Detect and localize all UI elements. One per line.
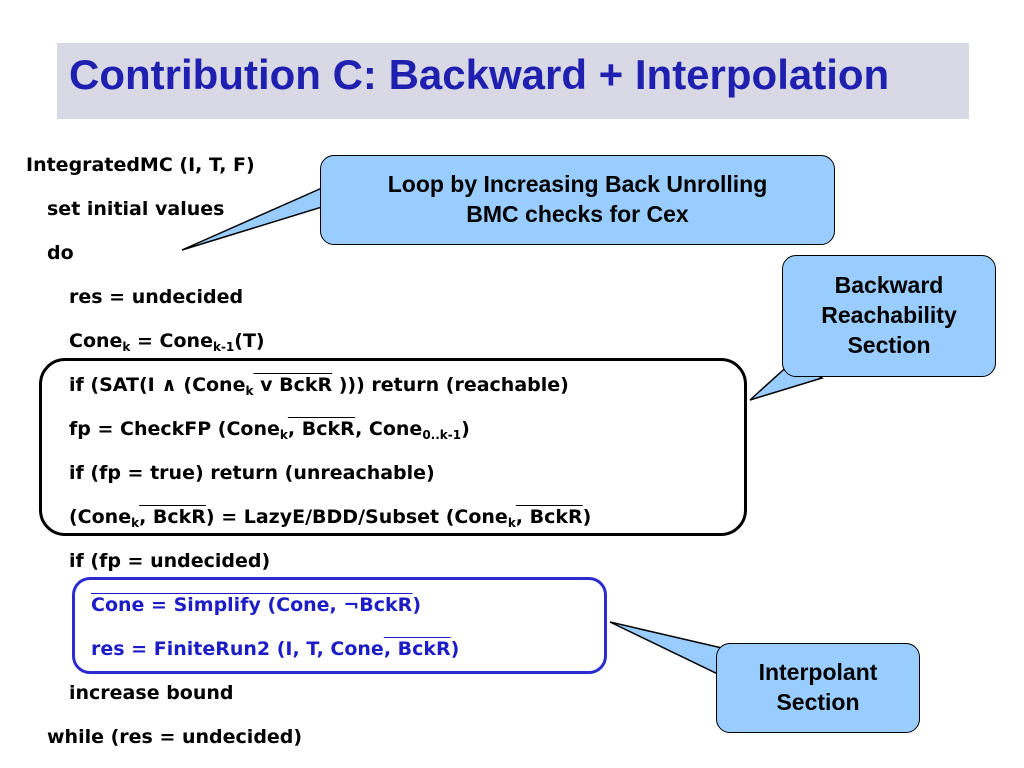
code-line-while: while (res = undecided)	[47, 726, 303, 748]
interpolant-callout-line2: Section	[776, 689, 860, 715]
title-banner: Contribution C: Backward + Interpolation	[57, 43, 969, 119]
code-line-lazye: (Conek, BckR) = LazyE/BDD/Subset (Conek,…	[69, 506, 592, 530]
loop-callout-line2: BMC checks for Cex	[466, 201, 689, 227]
code-line-fp-undecided: if (fp = undecided)	[69, 550, 271, 572]
code-line-fp-true: if (fp = true) return (unreachable)	[69, 462, 435, 484]
interpolant-callout: Interpolant Section	[716, 643, 920, 733]
code-line-cone: Conek = Conek-1(T)	[69, 330, 265, 354]
loop-callout-line1: Loop by Increasing Back Unrolling	[387, 171, 768, 198]
code-line-increase: increase bound	[69, 682, 234, 704]
code-line-simplify: Cone = Simplify (Cone, ¬BckR)	[91, 594, 422, 616]
interpolant-callout-line1: Interpolant	[758, 659, 878, 686]
code-line-do: do	[47, 242, 74, 264]
code-line-checkfp: fp = CheckFP (Conek, BckR, Cone0..k-1)	[69, 418, 470, 442]
slide-title: Contribution C: Backward + Interpolation	[69, 51, 890, 98]
code-line-res: res = undecided	[69, 286, 244, 308]
code-line-finiterun: res = FiniteRun2 (I, T, Cone, BckR)	[91, 638, 460, 660]
backward-callout: Backward Reachability Section	[782, 255, 996, 377]
loop-callout: Loop by Increasing Back Unrolling BMC ch…	[320, 155, 835, 245]
backward-callout-line3: Section	[847, 331, 931, 358]
backward-callout-line2: Reachability	[821, 302, 957, 329]
backward-section-box	[39, 358, 747, 536]
code-line-sat-check: if (SAT(I ∧ (Conek v BckR ))) return (re…	[69, 374, 569, 398]
interpolant-callout-pointer	[609, 621, 723, 678]
interpolant-section-box	[72, 577, 607, 674]
code-line-signature: IntegratedMC (I, T, F)	[26, 154, 255, 176]
backward-callout-line1: Backward	[834, 272, 944, 299]
code-line-init: set initial values	[47, 198, 225, 220]
